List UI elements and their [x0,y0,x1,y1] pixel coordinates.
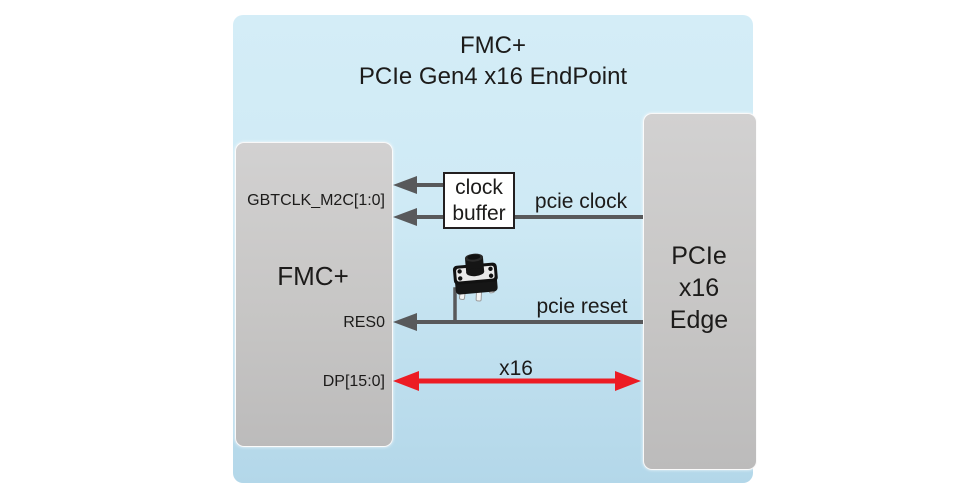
fmc-block-label: FMC+ [277,261,349,291]
clock-buffer-box: clock buffer [443,172,515,229]
port-gbtclk-m2c: GBTCLK_M2C[1:0] [247,192,385,209]
pcie-edge-line3: Edge [669,306,729,334]
x16-link-label: x16 [499,357,533,380]
pcie-reset-label: pcie reset [536,295,628,318]
pcie-edge-line1: PCIe [671,242,727,270]
push-button-icon [452,253,498,302]
port-dp15-0: DP[15:0] [322,373,385,390]
pcie-clock-label: pcie clock [534,190,628,213]
fmc-block [235,142,393,447]
diagram-title: FMC+ PCIe Gen4 x16 EndPoint [233,30,753,92]
pcie-edge-block-label: PCIe x16 Edge [643,240,755,336]
pcie-edge-line2: x16 [678,274,720,302]
port-res0: RES0 [343,314,385,331]
clock-buffer-line2: buffer [452,202,506,225]
title-line2: PCIe Gen4 x16 EndPoint [358,63,628,90]
clock-buffer-line1: clock [455,176,503,199]
title-line1: FMC+ [460,32,526,59]
pcie-edge-block [643,113,757,470]
